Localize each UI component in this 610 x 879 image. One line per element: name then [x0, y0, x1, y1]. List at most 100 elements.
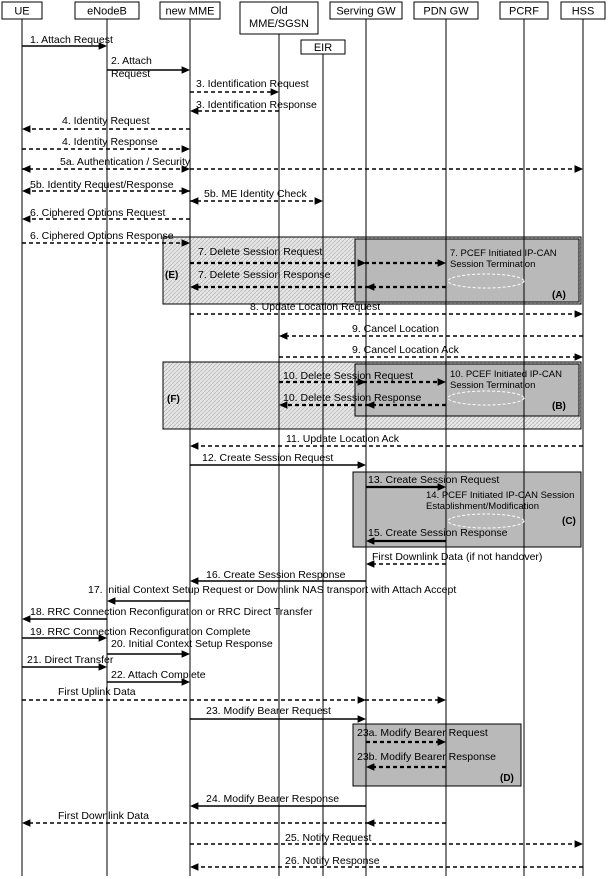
node-box-pgw	[413, 1, 479, 20]
region-label-E: (E)	[165, 270, 178, 281]
node-label-pgw: PDN GW	[423, 6, 469, 18]
arrow-head-mfdl2	[22, 819, 31, 827]
region-label-F: (F)	[167, 394, 180, 405]
message-m23	[190, 715, 366, 723]
message-label-m5a: 5a. Authentication / Security	[60, 156, 191, 168]
node-pgw: PDN GW	[413, 1, 479, 20]
message-label-m15: 15. Create Session Response	[368, 527, 508, 539]
process-label-p10: Session Termination	[450, 380, 535, 391]
message-m7a	[190, 259, 446, 267]
arrow-mid-head-m5a	[181, 165, 190, 173]
arrow-head-m5a-hss	[574, 165, 583, 173]
process-label-p7: 7. PCEF Initiated IP-CAN	[450, 248, 557, 259]
message-mfdl2	[22, 819, 446, 827]
message-label-m23a: 23a. Modify Bearer Request	[357, 727, 488, 739]
node-label-pcrf: PCRF	[509, 6, 539, 18]
arrow-head-m9b	[574, 353, 583, 361]
message-label-m9a: 9. Cancel Location	[352, 323, 439, 335]
node-label-old: Old	[270, 5, 287, 17]
region-label-D: (D)	[500, 773, 514, 784]
node-box-eir	[300, 39, 346, 55]
node-label-mme: new MME	[166, 6, 215, 18]
node-ue: UE	[1, 1, 43, 20]
arrow-head-m3a	[270, 88, 279, 96]
arrow-head-m23	[357, 715, 366, 723]
arrow-head-m22	[181, 678, 190, 686]
message-label-m8: 8. Update Location Request	[250, 301, 380, 313]
arrow-head-m25	[574, 840, 583, 848]
message-m4b	[22, 145, 190, 153]
node-eir: EIR	[300, 39, 346, 55]
arrow-mid-head-m10b	[366, 401, 375, 409]
region-label-B: (B)	[552, 401, 566, 412]
arrow-head-m9a	[279, 332, 288, 340]
message-label-m25: 25. Notify Request	[285, 832, 371, 844]
arrow-head-m2	[181, 66, 190, 74]
arrow-head-m10a	[437, 378, 446, 386]
process-label-p7: Session Termination	[450, 259, 535, 270]
arrow-head-m5b1	[22, 187, 31, 195]
message-m23b	[366, 763, 446, 771]
message-label-m24: 24. Modify Bearer Response	[206, 793, 339, 805]
process-label-p14: Establishment/Modification	[426, 501, 539, 512]
process-label-p14: 14. PCEF Initiated IP-CAN Session	[426, 490, 574, 501]
message-m25	[190, 840, 583, 848]
message-mfdl1	[366, 560, 446, 568]
node-box-enb	[74, 1, 140, 20]
arrow-head-m21	[98, 663, 107, 671]
arrow-head-m5b2	[314, 197, 323, 205]
node-mme: new MME	[159, 1, 221, 20]
message-label-m23: 23. Modify Bearer Request	[206, 705, 331, 717]
arrow-mid-head-m7b	[366, 283, 375, 291]
node-box-pcrf	[499, 1, 549, 20]
message-label-m5b2: 5b. ME Identity Check	[204, 188, 307, 200]
node-box-ue	[1, 1, 43, 20]
arrow-head-m7a	[437, 259, 446, 267]
node-label-sgw: Serving GW	[336, 6, 396, 18]
arrow-head-m10b	[279, 401, 288, 409]
arrow-head-m3b	[190, 107, 199, 115]
message-label-m5b1: 5b. Identity Request/Response	[30, 179, 174, 191]
process-label-p10: 10. PCEF Initiated IP-CAN	[450, 369, 562, 380]
message-label-m6a: 6. Ciphered Options Request	[30, 207, 165, 219]
message-label-m23b: 23b. Modify Bearer Response	[357, 751, 496, 763]
node-label-hss: HSS	[572, 6, 595, 18]
message-label-m12: 12. Create Session Request	[202, 452, 333, 464]
message-label-m2: 2. Attach	[111, 55, 152, 67]
node-hss: HSS	[560, 1, 606, 20]
message-m16	[190, 577, 366, 585]
arrow-mid-head-mful	[357, 696, 366, 704]
message-label-mfdl2: First Downlink Data	[58, 810, 149, 822]
process-ellipse-p14	[447, 513, 525, 529]
node-box-sgw	[329, 1, 403, 20]
region-D	[352, 723, 522, 787]
message-m3a	[190, 88, 279, 96]
message-m15	[366, 537, 446, 545]
arrow-head-m24	[190, 802, 199, 810]
arrow-head-m13	[437, 483, 446, 491]
arrow-tail-head-m5b1	[181, 187, 190, 195]
node-label-ue: UE	[14, 6, 29, 18]
message-m7b	[190, 283, 446, 291]
message-label-m6b: 6. Ciphered Options Response	[30, 230, 174, 242]
message-label-m16: 16. Create Session Response	[206, 569, 346, 581]
message-label-m19: 19. RRC Connection Reconfiguration Compl…	[30, 626, 251, 638]
arrow-head-m17	[107, 597, 116, 605]
message-label-m11: 11. Update Location Ack	[286, 433, 400, 445]
arrow-mid-head-m7a	[357, 259, 366, 267]
arrow-head-m12	[357, 461, 366, 469]
message-label-m2: Request	[111, 68, 150, 80]
arrow-head-m4a	[22, 125, 31, 133]
node-label-enb: eNodeB	[87, 6, 127, 18]
message-label-m22: 22. Attach Complete	[111, 669, 206, 681]
node-sgw: Serving GW	[329, 1, 403, 20]
process-ellipse-p10	[447, 390, 525, 406]
arrow-head-m7b	[190, 283, 199, 291]
message-label-m13: 13. Create Session Request	[368, 474, 499, 486]
message-m13	[366, 483, 446, 491]
message-m12	[190, 461, 366, 469]
message-m5b2	[190, 197, 323, 205]
message-label-m3a: 3. Identification Request	[196, 78, 309, 90]
message-m18	[22, 615, 107, 623]
message-m9b	[279, 353, 583, 361]
